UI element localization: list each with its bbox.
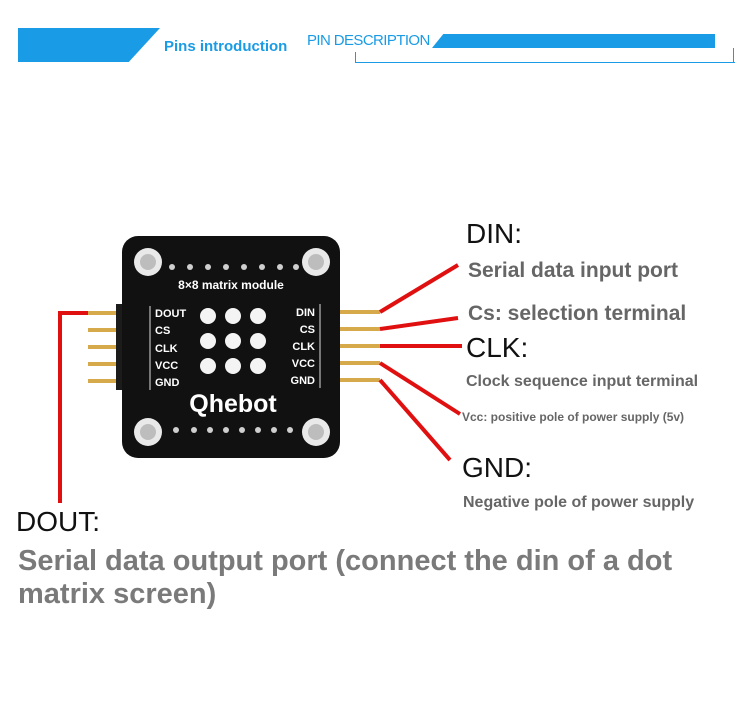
gnd-label: GND: bbox=[462, 452, 532, 483]
header-underline bbox=[355, 62, 735, 63]
left-pin-label: VCC bbox=[155, 360, 178, 372]
right-pin-label: GND bbox=[291, 375, 316, 387]
left-pin-label: CS bbox=[155, 325, 170, 337]
gnd-leader bbox=[378, 378, 452, 462]
dout-leader bbox=[58, 311, 88, 503]
din-label: DIN: bbox=[466, 218, 522, 249]
header-accent-bar bbox=[432, 34, 715, 48]
header-subtitle: PIN DESCRIPTION bbox=[307, 32, 430, 49]
right-header-pins bbox=[330, 310, 380, 382]
right-pin-label: DIN bbox=[296, 307, 315, 319]
clk-label: CLK: bbox=[466, 332, 529, 363]
cs-description: Cs: selection terminal bbox=[468, 302, 687, 325]
left-header-pins bbox=[88, 311, 128, 383]
left-pin-label: DOUT bbox=[155, 308, 186, 320]
led-dots bbox=[200, 308, 266, 374]
gnd-description: Negative pole of power supply bbox=[463, 494, 695, 511]
vcc-description: Vcc: positive pole of power supply (5v) bbox=[462, 410, 685, 424]
mounting-holes bbox=[134, 248, 330, 446]
top-vias bbox=[169, 264, 299, 270]
header-divider bbox=[355, 52, 356, 62]
right-pin-label: VCC bbox=[292, 358, 315, 370]
din-leader bbox=[378, 263, 460, 314]
dout-label: DOUT: bbox=[16, 506, 100, 537]
cs-leader bbox=[379, 316, 459, 331]
board-title: 8×8 matrix module bbox=[178, 278, 284, 292]
header-title: Pins introduction bbox=[164, 38, 288, 55]
right-pin-label: CS bbox=[300, 324, 315, 336]
vcc-leader bbox=[378, 361, 462, 416]
leader-lines bbox=[58, 263, 462, 503]
bottom-vias bbox=[173, 427, 293, 433]
header-divider-right bbox=[733, 48, 734, 62]
dout-description: Serial data output port (connect the din… bbox=[18, 545, 673, 610]
brand-logo: Qhebot bbox=[189, 390, 277, 418]
left-pin-label: CLK bbox=[155, 343, 178, 355]
left-pin-label: GND bbox=[155, 377, 180, 389]
clk-description: Clock sequence input terminal bbox=[466, 373, 699, 390]
right-pin-label: CLK bbox=[292, 341, 315, 353]
din-description: Serial data input port bbox=[468, 259, 679, 282]
